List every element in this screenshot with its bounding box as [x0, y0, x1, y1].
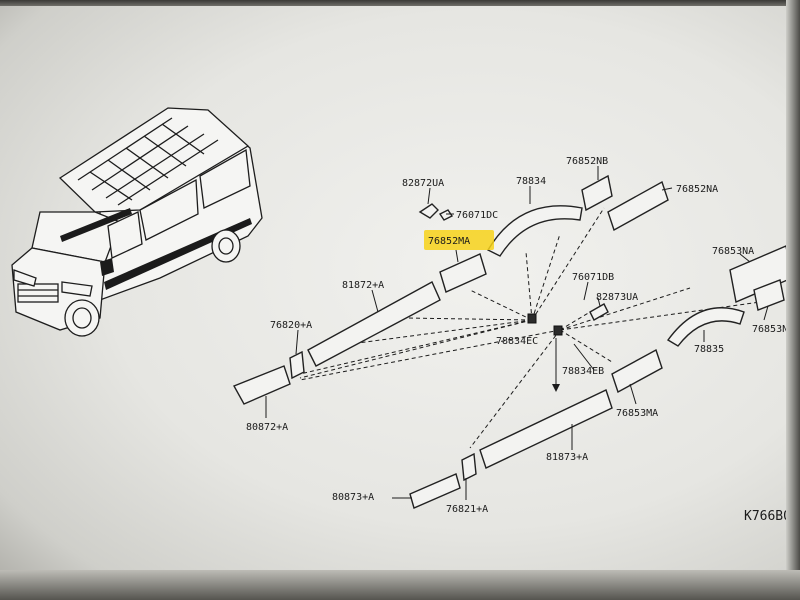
label-78834[interactable]: 78834 — [516, 176, 546, 187]
label-76853ma[interactable]: 76853MA — [616, 408, 658, 419]
label-81872a[interactable]: 81872+A — [342, 280, 384, 291]
monitor-bezel-top — [0, 0, 800, 6]
part-76853ma-shape — [611, 348, 663, 394]
part-76853nb-shape — [753, 279, 785, 311]
van-illustration — [11, 107, 263, 337]
label-80873a[interactable]: 80873+A — [332, 492, 374, 503]
part-81872a-shape — [307, 281, 441, 367]
label-76071dc[interactable]: 76071DC — [456, 210, 498, 221]
part-76071dc-shape — [438, 209, 454, 221]
part-81873a-shape — [479, 389, 613, 469]
diagram-code: K766B0 — [744, 509, 791, 524]
part-78834-shape — [487, 205, 583, 257]
label-76852nb[interactable]: 76852NB — [566, 156, 608, 167]
label-80872a[interactable]: 80872+A — [246, 422, 288, 433]
label-82873ua[interactable]: 82873UA — [596, 292, 638, 303]
part-80872a-shape — [233, 365, 291, 405]
label-78834eb[interactable]: 78834EB — [562, 366, 604, 377]
dashed-leaders — [299, 207, 761, 449]
label-76853na[interactable]: 76853NA — [712, 246, 754, 257]
part-78835-shape — [666, 307, 745, 347]
part-76821a-shape — [461, 452, 477, 482]
label-78834ec[interactable]: 78834EC — [496, 336, 538, 347]
label-leaders — [265, 166, 769, 500]
part-76820a-shape — [289, 350, 305, 380]
part-76852ma-shape — [439, 253, 487, 293]
part-80873a-shape — [409, 473, 461, 509]
part-82873ua-shape — [589, 303, 609, 321]
label-78835[interactable]: 78835 — [694, 344, 724, 355]
highlight-marker — [424, 230, 494, 250]
label-76820a[interactable]: 76820+A — [270, 320, 312, 331]
monitor-bezel-right — [786, 0, 800, 600]
label-76852ma[interactable]: 76852MA — [428, 236, 470, 247]
label-81873a[interactable]: 81873+A — [546, 452, 588, 463]
clip-78834eb-icon — [553, 325, 563, 336]
part-76852na-shape — [607, 180, 669, 232]
label-76071db[interactable]: 76071DB — [572, 272, 614, 283]
part-82872ua-shape — [418, 203, 439, 219]
part-labels[interactable]: 82872UA 76071DC 78834 76852NB 76852NA 76… — [246, 156, 794, 515]
label-76821a[interactable]: 76821+A — [446, 504, 488, 515]
monitor-bezel-bottom — [0, 570, 800, 600]
clip-78834ec-icon — [527, 313, 537, 324]
part-76852nb-shape — [581, 174, 613, 212]
label-76852na[interactable]: 76852NA — [676, 184, 718, 195]
label-82872ua[interactable]: 82872UA — [402, 178, 444, 189]
label-76853nb[interactable]: 76853NB — [752, 324, 794, 335]
